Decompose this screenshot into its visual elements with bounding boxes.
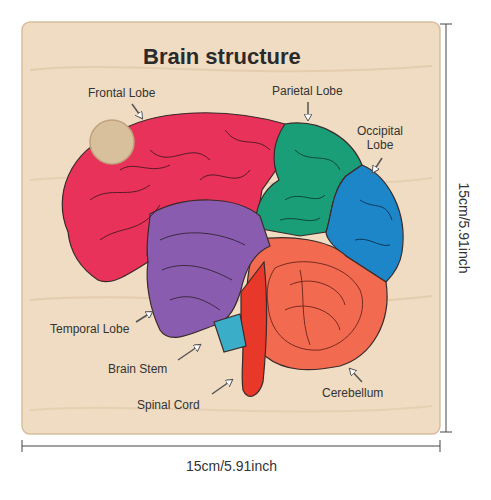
part-label: Occipital Lobe — [352, 124, 408, 152]
dimension-label: 15cm/5.91inch — [186, 458, 277, 474]
title: Brain structure — [143, 44, 301, 70]
part-label: Brain Stem — [108, 362, 167, 376]
part-label: Spinal Cord — [137, 398, 200, 412]
dimension-label: 15cm/5.91inch — [456, 182, 472, 273]
part-label: Frontal Lobe — [88, 86, 155, 100]
part-label: Parietal Lobe — [272, 84, 343, 98]
part-label: Cerebellum — [322, 386, 383, 400]
part-label: Temporal Lobe — [50, 322, 129, 336]
